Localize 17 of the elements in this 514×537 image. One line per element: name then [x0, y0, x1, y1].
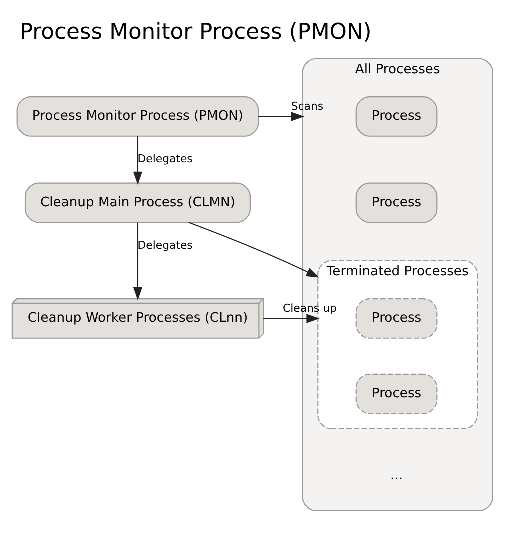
node-box: Process: [356, 96, 438, 137]
edge-label: Delegates: [138, 152, 193, 166]
node-box: Process: [356, 298, 438, 339]
diagram-title: Process Monitor Process (PMON): [20, 20, 372, 46]
node-box: Cleanup Main Process (CLMN): [24, 182, 251, 224]
arrow: [264, 314, 320, 324]
node-box: Process: [356, 374, 438, 414]
node-box: Process Monitor Process (PMON): [16, 96, 260, 137]
arrow: [133, 222, 143, 300]
edge-label: Delegates: [138, 238, 193, 252]
arrow: [188, 222, 320, 278]
edge-label: Scans: [291, 100, 324, 114]
node-box: Process: [356, 182, 438, 224]
arrow: [133, 136, 143, 185]
label: ...: [390, 468, 404, 484]
arrow: [258, 112, 304, 122]
edge-label: Cleans up: [282, 302, 337, 316]
